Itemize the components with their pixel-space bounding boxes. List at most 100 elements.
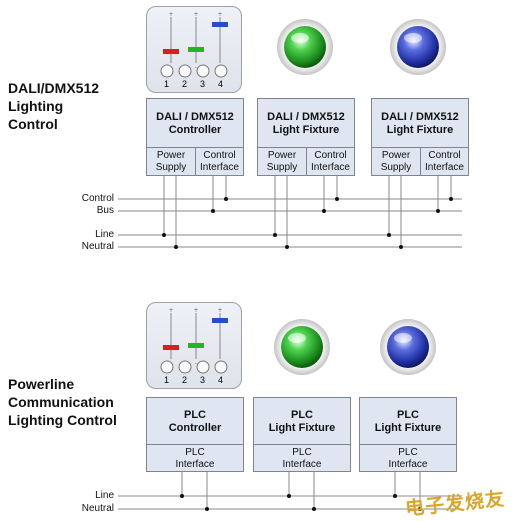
fader-blue[interactable] <box>212 22 228 27</box>
port-label: Interface <box>388 459 428 470</box>
section1-wires <box>118 176 462 248</box>
fader-green[interactable] <box>188 47 204 52</box>
svg-text:-: - <box>195 64 197 71</box>
box-title-line: Light Fixture <box>272 124 340 136</box>
power-supply-port: Power Supply <box>147 148 196 175</box>
box-title: PLC Light Fixture <box>254 398 350 446</box>
control-interface-port: Control Interface <box>421 148 468 175</box>
plc-fixture-2-box: PLC Light Fixture PLC Interface <box>359 397 457 472</box>
svg-text:+: + <box>168 307 173 314</box>
plc-interface-port: PLC Interface <box>147 445 243 471</box>
light-green-2-icon <box>274 319 330 375</box>
box-title: PLC Controller <box>147 398 243 446</box>
port-label: Power <box>156 150 186 161</box>
section2-junctions <box>180 494 422 511</box>
channel-label: 3 <box>200 375 206 385</box>
fader-red[interactable] <box>163 345 179 350</box>
box-ports: Power Supply Control Interface <box>372 147 468 175</box>
port-label: PLC <box>398 447 418 458</box>
channel-knob[interactable] <box>196 360 210 374</box>
channel-label: 2 <box>182 375 188 385</box>
control-interface-port: Control Interface <box>196 148 243 175</box>
fader-panel-2-graphic: +++ --- <box>160 307 228 374</box>
port-label: Power <box>381 150 411 161</box>
box-title-line: DALI / DMX512 <box>156 111 234 123</box>
channel-knob[interactable] <box>196 64 210 78</box>
box-title-line: PLC <box>291 409 313 421</box>
channel-knob[interactable] <box>160 360 174 374</box>
port-label: Control <box>314 150 347 161</box>
section1-title-line: Control <box>8 116 58 132</box>
box-title: DALI / DMX512 Light Fixture <box>372 99 468 149</box>
section2-title-line: Lighting Control <box>8 412 117 428</box>
box-title-line: Controller <box>168 124 222 136</box>
box-title-line: DALI / DMX512 <box>267 111 345 123</box>
channel-label: 1 <box>164 79 170 89</box>
channel-label: 4 <box>218 375 224 385</box>
channel-label: 1 <box>164 375 170 385</box>
port-label: Supply <box>155 162 187 173</box>
port-label: PLC <box>185 447 205 458</box>
channel-label: 3 <box>200 79 206 89</box>
channel-label: 2 <box>182 79 188 89</box>
light-blue-2-icon <box>380 319 436 375</box>
bus-label-control: Control <box>81 193 114 204</box>
port-label: Interface <box>200 162 239 173</box>
section2-title-line: Communication <box>8 394 114 410</box>
port-label: Control <box>428 150 461 161</box>
channel-knob[interactable] <box>214 64 228 78</box>
box-ports: Power Supply Control Interface <box>147 147 243 175</box>
channel-knob[interactable] <box>178 360 192 374</box>
channel-knob[interactable] <box>214 360 228 374</box>
dali-fixture-1-box: DALI / DMX512 Light Fixture Power Supply… <box>257 98 355 176</box>
section1-title: DALI/DMX512 Lighting Control <box>8 79 99 133</box>
port-label: Interface <box>282 459 322 470</box>
box-title-line: Light Fixture <box>386 124 454 136</box>
fader-panel-2: +++ --- 1 2 3 4 <box>146 302 242 389</box>
channel-label: 4 <box>218 79 224 89</box>
section2-title-line: Powerline <box>8 376 75 392</box>
box-title: DALI / DMX512 Light Fixture <box>258 99 354 149</box>
fader-red[interactable] <box>163 49 179 54</box>
power-supply-port: Power Supply <box>258 148 307 175</box>
fader-green[interactable] <box>188 343 204 348</box>
light-green-1-icon <box>277 19 333 75</box>
box-ports: PLC Interface <box>147 444 243 471</box>
port-label: Interface <box>311 162 350 173</box>
plc-fixture-1-box: PLC Light Fixture PLC Interface <box>253 397 351 472</box>
fader-blue[interactable] <box>212 318 228 323</box>
port-label: Supply <box>380 162 412 173</box>
bus-label-neutral: Neutral <box>81 503 114 514</box>
box-ports: Power Supply Control Interface <box>258 147 354 175</box>
box-title-line: Controller <box>168 422 222 434</box>
port-label: Control <box>203 150 236 161</box>
bus-label-neutral: Neutral <box>81 241 114 252</box>
bus-label-line: Line <box>95 229 114 240</box>
port-label: Power <box>267 150 297 161</box>
box-title: DALI / DMX512 Controller <box>147 99 243 149</box>
bus-label-bus: Bus <box>96 205 114 216</box>
port-label: Supply <box>266 162 298 173</box>
plc-interface-port: PLC Interface <box>254 445 350 471</box>
box-title-line: Light Fixture <box>374 422 442 434</box>
box-title-line: PLC <box>397 409 419 421</box>
port-label: PLC <box>292 447 312 458</box>
box-title-line: Light Fixture <box>268 422 336 434</box>
svg-text:+: + <box>217 11 222 18</box>
section1-title-line: DALI/DMX512 <box>8 80 100 96</box>
port-label: Interface <box>175 459 215 470</box>
dali-controller-box: DALI / DMX512 Controller Power Supply Co… <box>146 98 244 176</box>
svg-text:-: - <box>195 360 197 367</box>
svg-text:+: + <box>217 307 222 314</box>
svg-text:+: + <box>193 11 198 18</box>
light-blue-1-icon <box>390 19 446 75</box>
svg-text:+: + <box>168 11 173 18</box>
plc-interface-port: PLC Interface <box>360 445 456 471</box>
fader-panel-1-graphic: +++ --- <box>160 11 228 78</box>
box-ports: PLC Interface <box>360 444 456 471</box>
channel-knob[interactable] <box>178 64 192 78</box>
fader-panel-1: +++ --- 1 2 3 4 <box>146 6 242 93</box>
dali-fixture-2-box: DALI / DMX512 Light Fixture Power Supply… <box>371 98 469 176</box>
channel-knob[interactable] <box>160 64 174 78</box>
